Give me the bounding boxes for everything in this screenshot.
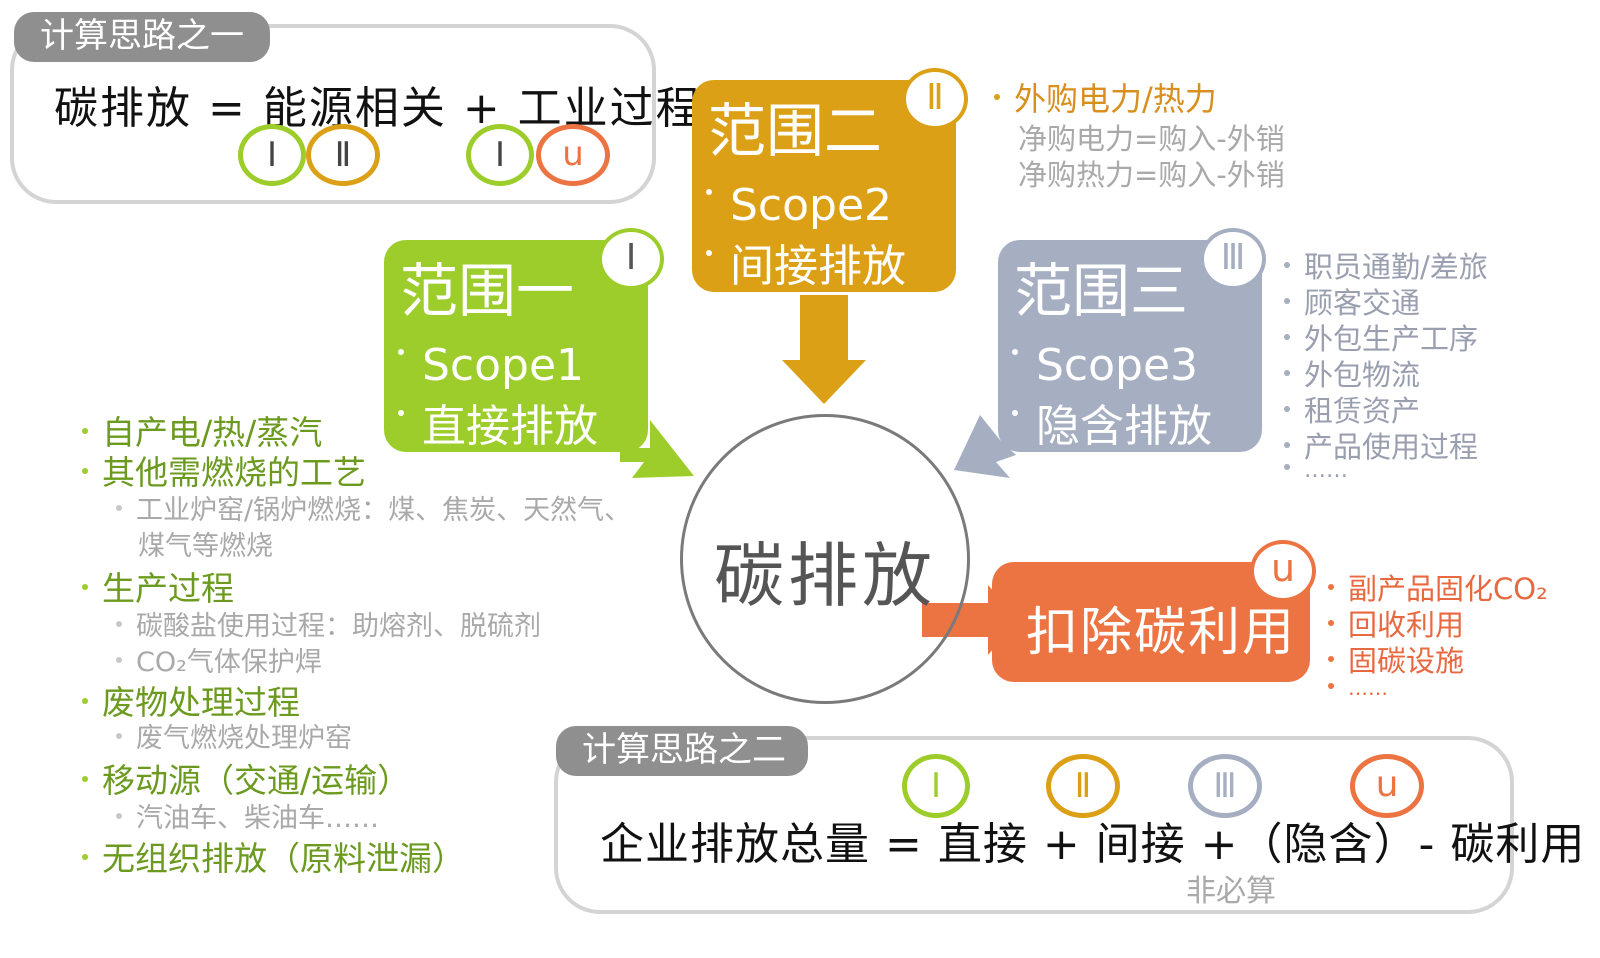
center-label: 碳排放 — [714, 535, 936, 617]
scope1-note-4: 废物处理过程 — [82, 676, 300, 724]
scope2-note-2: 净购热力=购入-外销 — [1018, 158, 1285, 192]
scope1-note-6: 无组织排放（原料泄漏） — [82, 832, 465, 880]
scope3-note-3: 外包生产工序 — [1284, 316, 1478, 358]
scope2-line1: Scope2 — [706, 180, 892, 231]
method1-tag: 计算思路之一 — [14, 12, 270, 62]
scope1-note-5-sub-1: 汽油车、柴油车…… — [116, 796, 379, 835]
scope1-note-3: 生产过程 — [82, 562, 234, 610]
offset-note-3: 固碳设施 — [1328, 638, 1464, 680]
scope3-title: 范围三 — [1014, 257, 1189, 325]
scope3-note-7: …… — [1284, 458, 1348, 483]
arrow-scope2 — [782, 295, 866, 404]
scope1-note-3-sub-2: CO₂气体保护焊 — [116, 640, 322, 679]
method1-badge-2: Ⅱ — [306, 124, 380, 186]
offset-note-1: 副产品固化CO₂ — [1328, 566, 1548, 608]
scope2-notes-head: 外购电力/热力 — [994, 74, 1217, 120]
method2-tag: 计算思路之二 — [556, 726, 808, 776]
method2-badge-1: Ⅰ — [902, 754, 970, 818]
scope1-badge: Ⅰ — [598, 228, 664, 290]
offset-badge: u — [1250, 540, 1316, 602]
scope3-note-4: 外包物流 — [1284, 352, 1420, 394]
method2-badge-4: u — [1350, 754, 1424, 818]
scope1-note-4-sub-1: 废气燃烧处理炉窑 — [116, 716, 352, 755]
method1-badge-4: u — [536, 124, 610, 186]
center-circle — [680, 414, 970, 704]
scope2-line2: 间接排放 — [706, 230, 906, 294]
method2-badge-3: Ⅲ — [1188, 754, 1262, 818]
scope3-note-2: 顾客交通 — [1284, 280, 1420, 322]
scope2-note-1: 净购电力=购入-外销 — [1018, 122, 1285, 156]
scope1-note-2-sub-2: 煤气等燃烧 — [138, 531, 273, 562]
offset-note-2: 回收利用 — [1328, 602, 1464, 644]
scope3-line2: 隐含排放 — [1012, 390, 1212, 454]
method1-badge-1: Ⅰ — [238, 124, 306, 186]
scope2-title: 范围二 — [708, 97, 883, 165]
scope3-note-5: 租赁资产 — [1284, 388, 1420, 430]
offset-note-4: …… — [1328, 676, 1388, 700]
scope3-badge: Ⅲ — [1200, 228, 1266, 290]
scope1-title: 范围一 — [400, 257, 575, 325]
method1-badge-3: Ⅰ — [466, 124, 534, 186]
scope1-note-1: 自产电/热/蒸汽 — [82, 406, 322, 454]
scope1-line1: Scope1 — [398, 340, 584, 391]
scope3-box: 范围三 Scope3 隐含排放 — [998, 240, 1262, 452]
scope1-line2: 直接排放 — [398, 390, 598, 454]
method2-formula: 企业排放总量 = 直接 + 间接 +（隐含）- 碳利用 — [600, 819, 1586, 870]
method1-formula: 碳排放 = 能源相关 + 工业过程 — [54, 83, 702, 134]
arrow-scope3 — [954, 415, 1016, 478]
scope3-line1: Scope3 — [1012, 340, 1198, 391]
scope1-note-2-sub-1: 工业炉窑/锅炉燃烧：煤、焦炭、天然气、 — [116, 488, 631, 527]
scope1-note-2: 其他需燃烧的工艺 — [82, 446, 366, 494]
method2-badge-2: Ⅱ — [1046, 754, 1120, 818]
offset-label: 扣除碳利用 — [1026, 603, 1297, 663]
scope1-note-3-sub-1: 碳酸盐使用过程：助熔剂、脱硫剂 — [116, 604, 541, 643]
scope1-note-5: 移动源（交通/运输） — [82, 754, 410, 802]
scope2-badge: Ⅱ — [902, 68, 968, 130]
method2-note: 非必算 — [1186, 874, 1276, 909]
scope3-note-1: 职员通勤/差旅 — [1284, 244, 1488, 286]
arrow-scope1 — [620, 420, 694, 478]
scope3-note-6: 产品使用过程 — [1284, 424, 1478, 466]
